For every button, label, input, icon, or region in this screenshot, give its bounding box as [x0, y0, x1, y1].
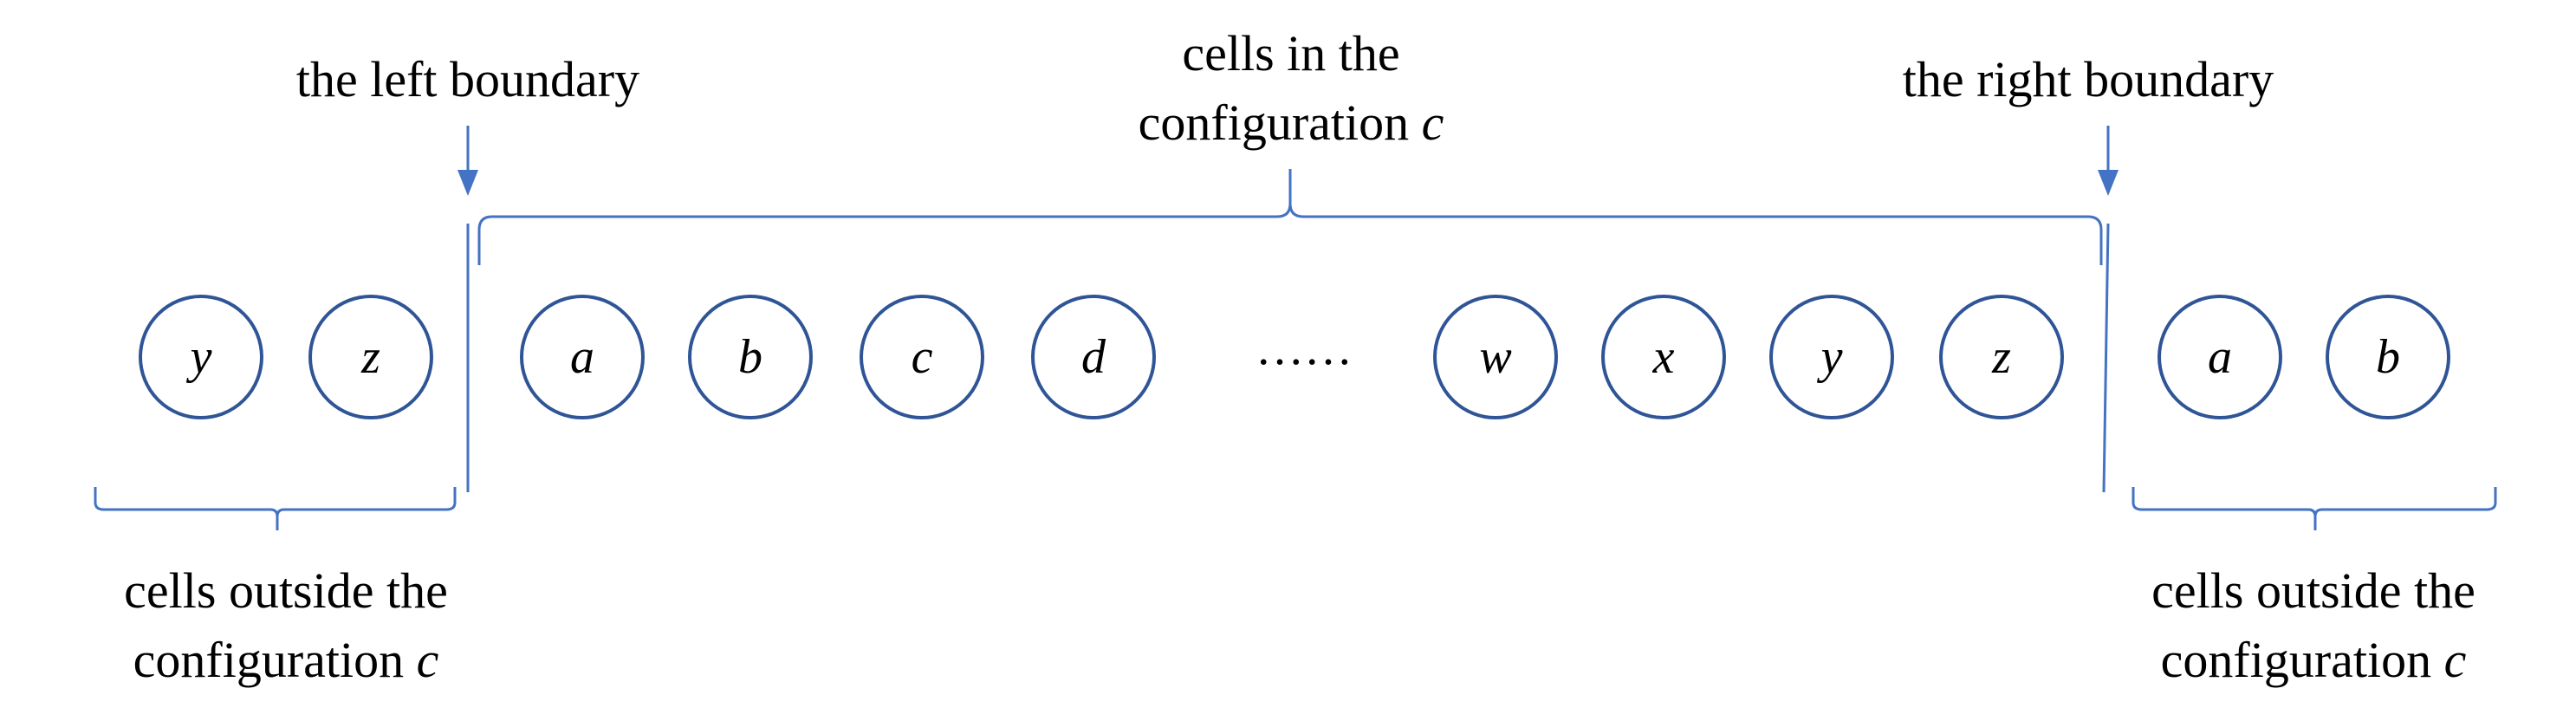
outside-right-brace [2132, 487, 2497, 530]
cell-label: z [1991, 330, 2011, 384]
cell-inside-start-b: b [688, 295, 813, 419]
cell-circle [688, 295, 813, 419]
cell-label: a [570, 330, 594, 384]
cell-label: a [2208, 330, 2232, 384]
cell-inside-start-d: d [1031, 295, 1156, 419]
cell-inside-start-a: a [520, 295, 645, 419]
cell-circle [1601, 295, 1726, 419]
cell-label: y [1817, 330, 1843, 384]
cell-label: d [1081, 330, 1106, 384]
cell-circle [2157, 295, 2282, 419]
left-boundary-label: the left boundary [295, 51, 640, 107]
configuration-brace [477, 169, 2103, 265]
cell-circle [520, 295, 645, 419]
cell-circle [1769, 295, 1894, 419]
outside-right-label: cells outside the configuration c [2151, 562, 2475, 688]
cell-outside-right-a: a [2157, 295, 2282, 419]
cell-label: c [912, 330, 933, 384]
outside-left-label: cells outside the configuration c [124, 562, 448, 688]
cell-circle [139, 295, 263, 419]
cell-outside-left-y: y [139, 295, 263, 419]
cell-label: z [360, 330, 380, 384]
cell-circle [1433, 295, 1558, 419]
right-boundary-line [2102, 223, 2110, 493]
outside-left-brace [94, 487, 457, 530]
cell-inside-end-w: w [1433, 295, 1558, 419]
cell-label: b [738, 330, 762, 384]
cell-inside-end-x: x [1601, 295, 1726, 419]
cell-circle [1939, 295, 2064, 419]
cell-label: b [2376, 330, 2400, 384]
right-boundary-arrow [2098, 126, 2119, 196]
cell-label: w [1479, 330, 1511, 384]
cell-inside-start-c: c [860, 295, 984, 419]
cell-outside-left-z: z [308, 295, 433, 419]
cell-circle [1031, 295, 1156, 419]
right-boundary-label: the right boundary [1902, 51, 2274, 107]
cell-outside-right-b: b [2326, 295, 2450, 419]
cell-inside-end-y: y [1769, 295, 1894, 419]
cell-circle [860, 295, 984, 419]
left-boundary-arrow [457, 126, 478, 196]
cell-label: y [186, 330, 212, 384]
cell-circle [308, 295, 433, 419]
cells-in-configuration-label: cells in the configuration c [1138, 25, 1444, 151]
cell-label: x [1652, 330, 1675, 384]
ellipsis: …… [1256, 322, 1353, 375]
cell-inside-end-z: z [1939, 295, 2064, 419]
cell-circle [2326, 295, 2450, 419]
